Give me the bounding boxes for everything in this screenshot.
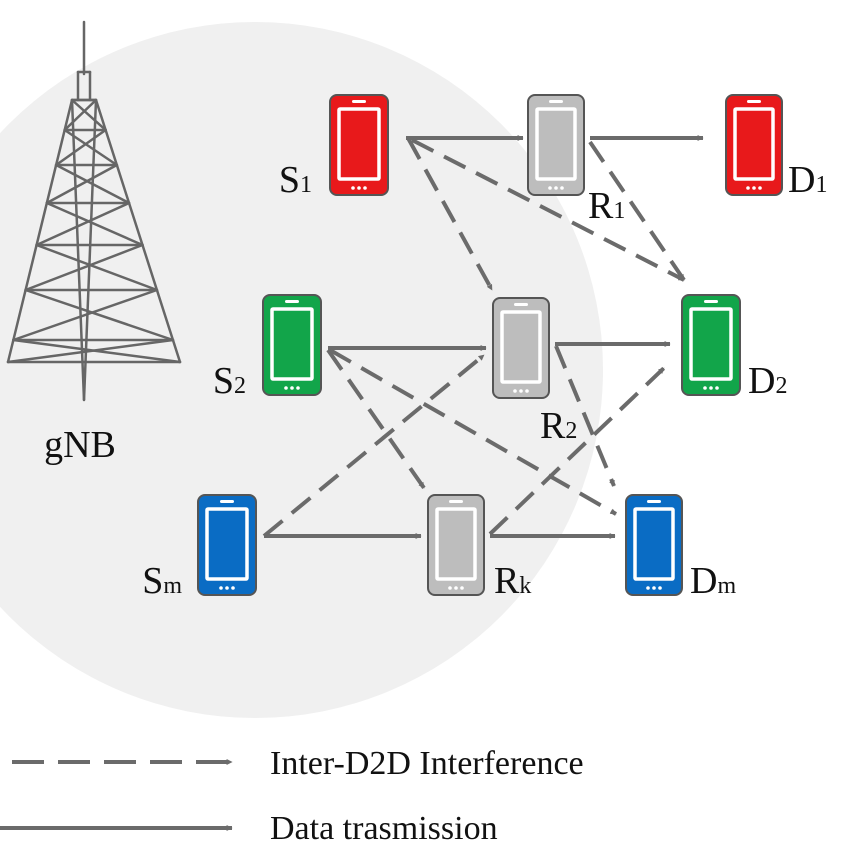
phones-layer xyxy=(197,94,783,596)
phone-s1-icon xyxy=(329,94,389,196)
node-label-d2: D2 xyxy=(748,360,787,402)
phone-sm-icon xyxy=(197,494,257,596)
node-label-main: D xyxy=(748,360,775,402)
node-label-main: D xyxy=(690,560,717,602)
gnb-label: gNB xyxy=(44,424,116,466)
node-label-sm: Sm xyxy=(142,560,182,602)
phone-r1-icon xyxy=(527,94,585,196)
phone-s2-icon xyxy=(262,294,322,396)
interference-arrow-sm-r2 xyxy=(262,353,486,538)
interference-arrow-s1-r2 xyxy=(406,137,494,291)
node-label-sub: m xyxy=(717,573,736,599)
phone-d2-icon xyxy=(681,294,741,396)
node-label-sub: 2 xyxy=(234,373,246,399)
node-label-main: R xyxy=(494,560,520,602)
phone-d1-icon xyxy=(725,94,783,196)
legend-interference-label: Inter-D2D Interference xyxy=(270,745,584,782)
node-label-main: S xyxy=(142,560,163,602)
legend-data-label: Data trasmission xyxy=(270,810,498,847)
interference-arrow-rk-d2 xyxy=(488,366,666,536)
phone-rk-icon xyxy=(427,494,485,596)
node-label-sub: 1 xyxy=(300,172,312,198)
node-label-r1: R1 xyxy=(588,185,625,227)
interference-arrow-r1-d2 xyxy=(588,140,686,282)
node-label-rk: Rk xyxy=(494,560,531,602)
node-label-sub: 1 xyxy=(613,198,625,224)
node-label-sub: 2 xyxy=(565,418,577,444)
node-label-main: R xyxy=(540,405,566,447)
interference-arrow-s2-rk xyxy=(326,348,426,490)
node-label-sub: k xyxy=(519,573,531,599)
node-label-main: R xyxy=(588,185,614,227)
node-label-sub: m xyxy=(163,573,182,599)
node-label-sub: 2 xyxy=(775,373,787,399)
node-label-r2: R2 xyxy=(540,405,577,447)
node-label-d1: D1 xyxy=(788,159,827,201)
node-label-main: S xyxy=(279,159,300,201)
node-label-main: D xyxy=(788,159,815,201)
phone-dm-icon xyxy=(625,494,683,596)
gnb-tower-icon xyxy=(6,20,182,402)
interference-arrow-s1-d2 xyxy=(411,138,685,282)
node-label-main: S xyxy=(213,360,234,402)
node-label-sub: 1 xyxy=(815,172,827,198)
node-label-s1: S1 xyxy=(279,159,312,201)
phone-r2-icon xyxy=(492,297,550,399)
links-layer xyxy=(262,135,704,539)
legend: Inter-D2D Interference Data trasmission xyxy=(0,745,584,847)
interference-arrow-r2-dm xyxy=(554,345,616,487)
node-label-dm: Dm xyxy=(690,560,736,602)
node-label-s2: S2 xyxy=(213,360,246,402)
interference-arrow-s2-dm xyxy=(329,348,617,516)
